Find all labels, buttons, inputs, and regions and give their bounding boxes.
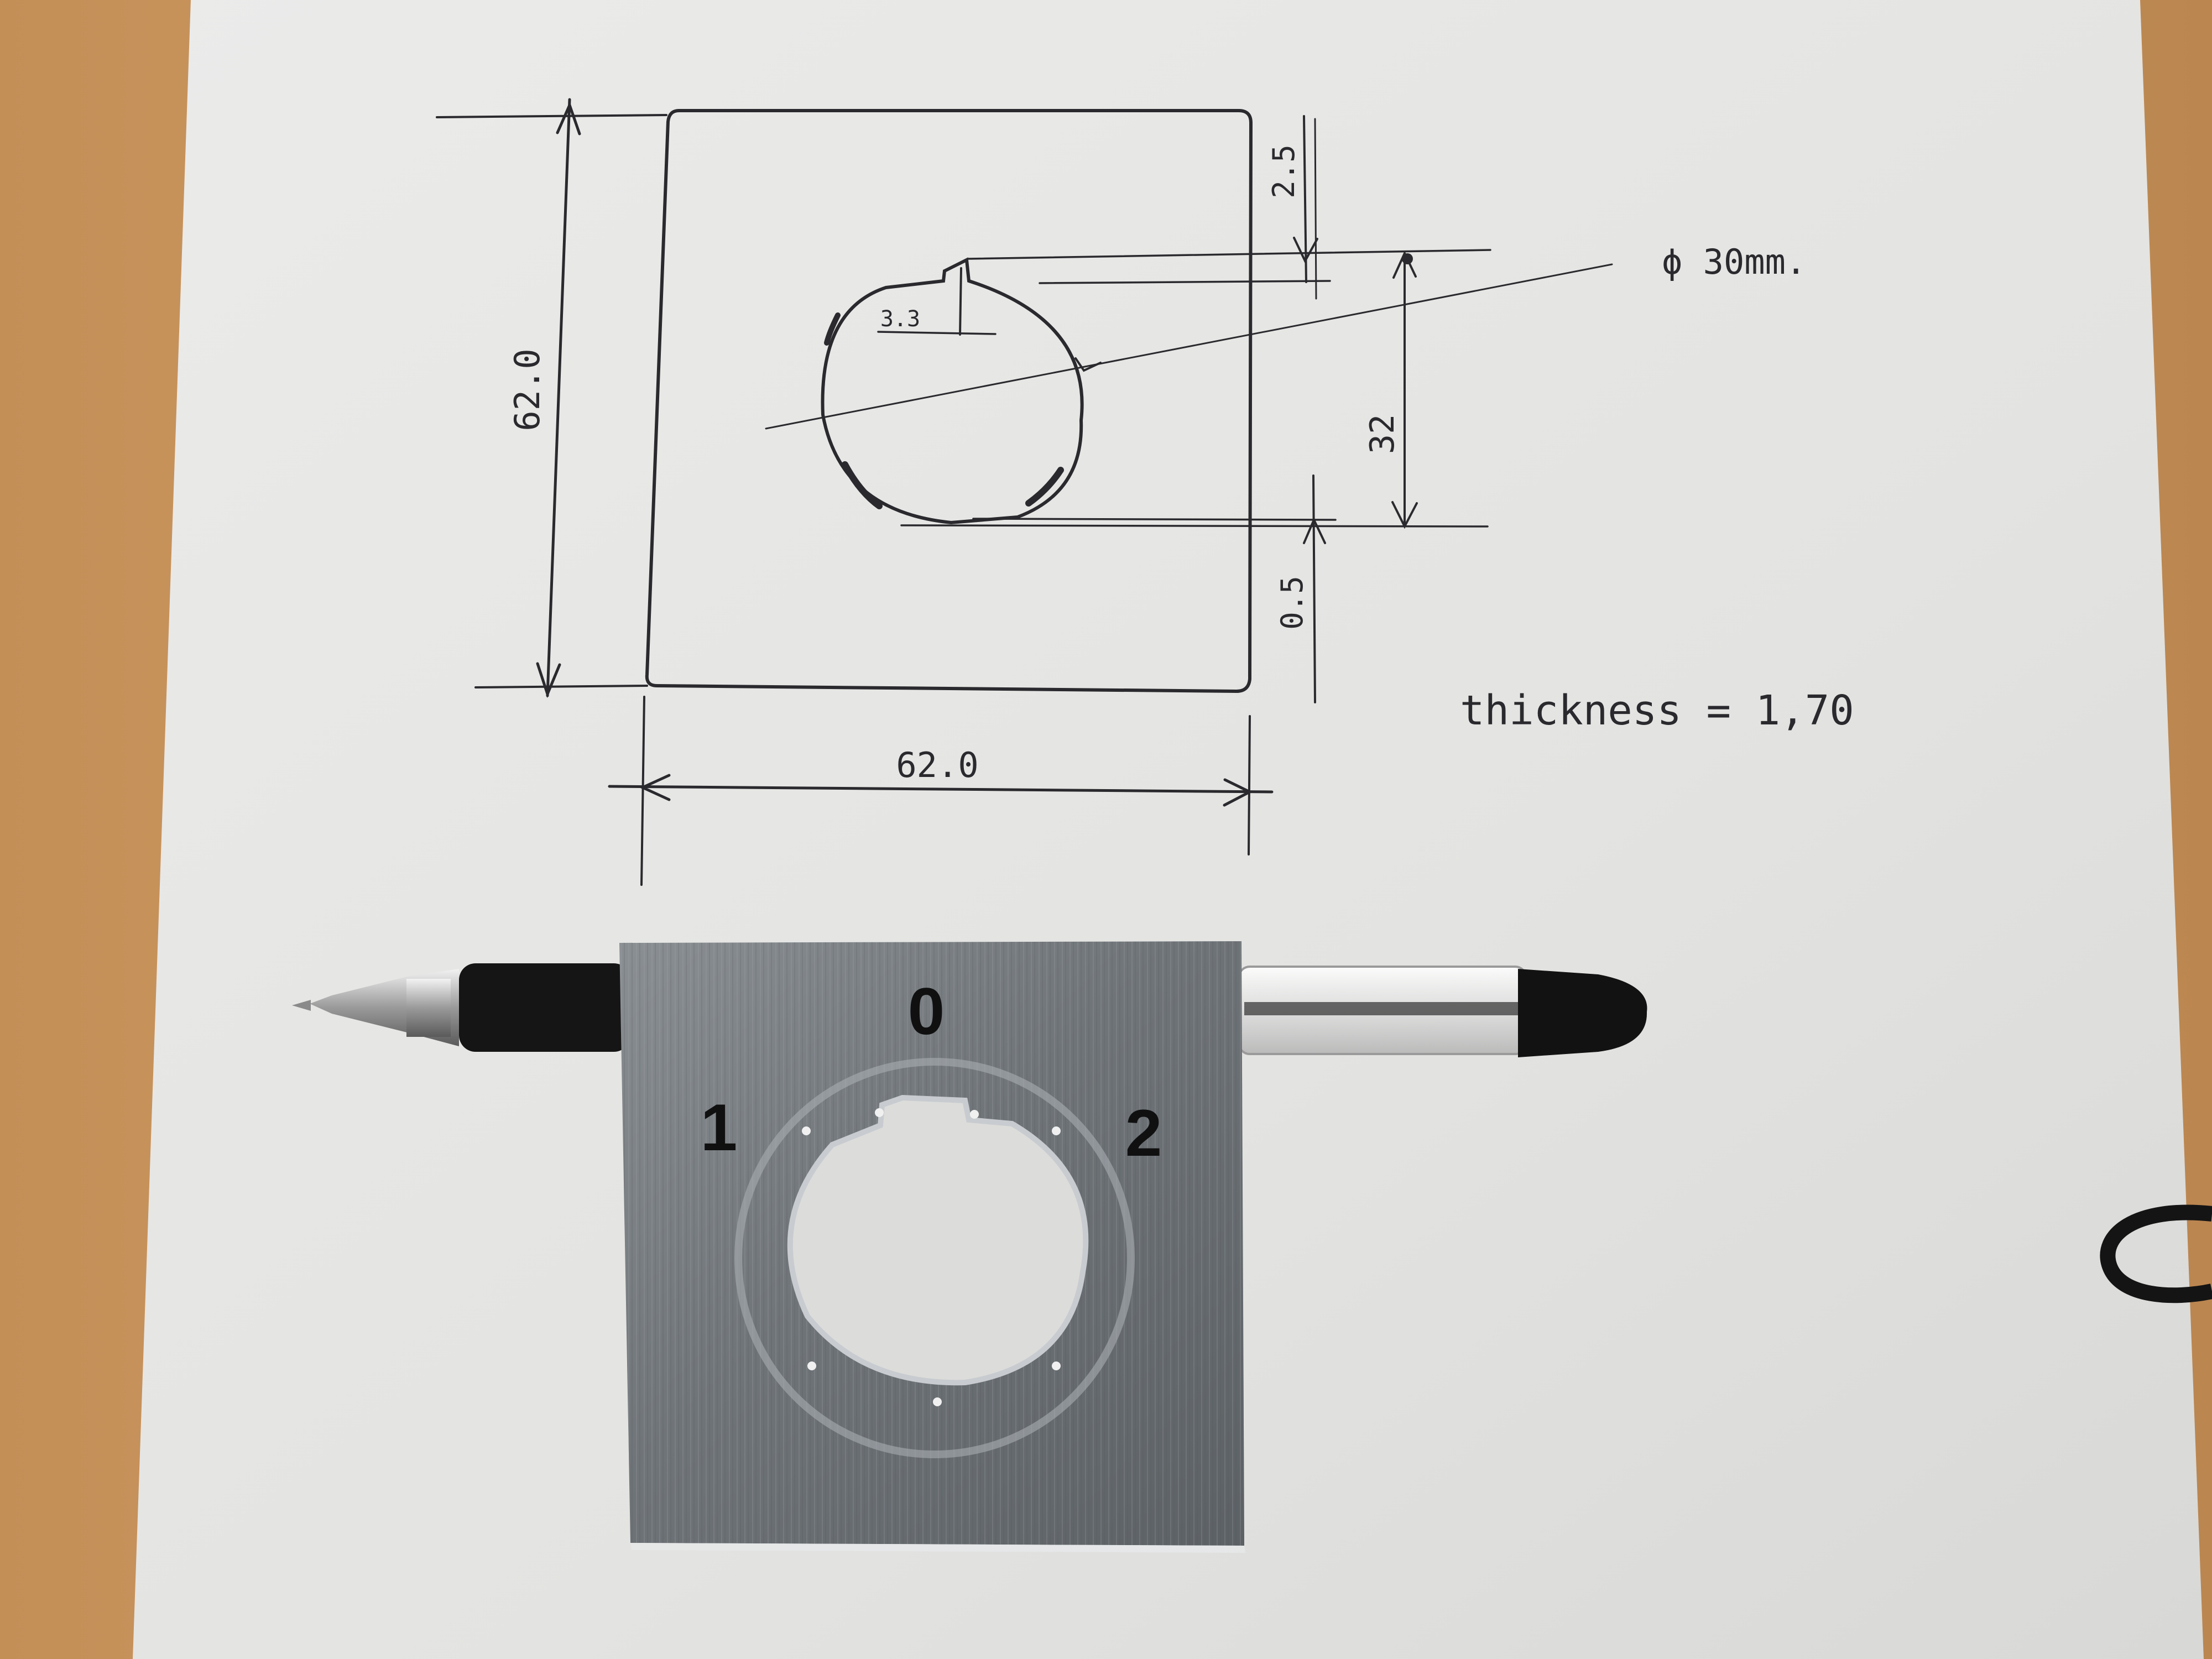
dim-top-gap-label: 2.5 [1266,144,1301,199]
circle-top-extension [1039,280,1331,284]
pen-grip [459,963,630,1052]
circle-bottom-extension [900,524,1489,528]
dim-center-label: 32 [1363,414,1402,454]
plate-dot-5 [807,1361,816,1370]
key-width-dimension [877,331,997,335]
width-dimension-line [608,785,1274,794]
plate-keyed-hole [787,1094,1089,1386]
ballpoint-pen [292,963,1647,1057]
width-extension-right [1248,715,1251,855]
dim-width-label: 62.0 [896,745,978,785]
thickness-note: thickness = 1,70 [1460,687,1854,734]
plate-dot-2 [875,1108,884,1117]
center-arrow-top [1392,251,1417,279]
plate-dot-4 [1052,1126,1061,1135]
rubber-ring [2100,1204,2212,1303]
width-arrow-right [1223,778,1253,807]
dim-key-width-label: 3.3 [880,306,920,332]
keyed-hole-outline [821,257,1084,525]
diameter-leader [765,263,1613,430]
plate-edge-highlight [630,1543,1245,1553]
pen-tip [292,1000,311,1011]
square-outline [645,109,1253,693]
dim-height-label: 62.0 [507,348,547,431]
center-arrow-bottom [1391,501,1418,529]
width-extension-left [640,696,645,886]
pen-ink-tube [1244,1002,1521,1015]
height-extension-bottom [474,685,648,688]
plate-dot-6 [1052,1361,1061,1370]
metal-plate: 1 0 2 [619,941,1245,1553]
key-top-extension [967,249,1491,260]
plate-label-0: 0 [908,974,945,1048]
bottom-gap-arrow [1303,517,1326,544]
key-slot-line [959,267,962,336]
diameter-arrow [1074,357,1102,372]
circle-ink-mark-3 [824,312,841,346]
circle-ink-mark-1 [842,461,883,509]
plate-dot-7 [933,1397,942,1406]
plate-label-2: 2 [1125,1096,1162,1170]
plate-dot-3 [970,1110,979,1119]
technical-sketch [436,98,1613,886]
top-gap-ext-right [1314,118,1317,300]
width-arrow-left [639,774,671,801]
plate-recess [734,1058,1135,1458]
height-arrow-bottom [536,662,561,698]
top-gap-arrow [1293,237,1318,264]
plate-dot-1 [802,1126,811,1135]
height-dimension-line [546,98,571,697]
plate-label-1: 1 [701,1091,738,1165]
hole-bottom-extension [972,518,1337,521]
height-extension-top [436,114,667,118]
pen-end-cap [1518,969,1647,1057]
dim-bottom-gap-label: 0.5 [1275,576,1310,630]
pen-ferrule [406,979,451,1037]
ink-dot [1402,253,1413,264]
dim-diameter-label: ϕ 30mm. [1662,242,1806,282]
circle-ink-mark-2 [1025,467,1064,507]
top-gap-dimension-line [1303,115,1307,283]
bottom-gap-dimension-line [1312,474,1316,703]
height-arrow-top [556,101,581,135]
